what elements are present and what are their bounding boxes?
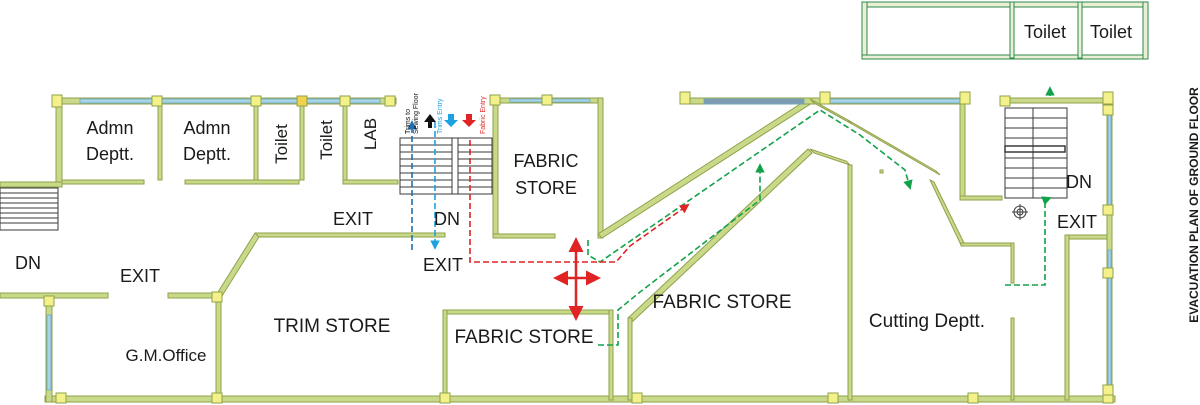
label-exit-center: EXIT — [333, 209, 373, 229]
label-cutting: Cutting Deptt. — [869, 311, 985, 332]
red-arrow-icon — [462, 114, 476, 127]
hydrant-icon — [1012, 204, 1028, 220]
label-fabric-store-mid: FABRIC STORE — [652, 292, 791, 313]
route-green-upper — [587, 109, 913, 263]
stair-center — [399, 137, 493, 195]
label-exit-stair: EXIT — [423, 255, 463, 275]
legend-arrows — [424, 114, 476, 128]
black-arrow-icon — [424, 114, 436, 128]
route-blue — [407, 120, 440, 250]
label-dn-left: DN — [15, 253, 41, 273]
blue-arrow-icon — [444, 114, 458, 127]
legend-trims-entry: Trims Entry — [437, 98, 444, 134]
label-lab: LAB — [361, 118, 380, 150]
legend-labels: Trims toSewing Floor Trims Entry Fabric … — [405, 92, 487, 134]
route-green-lower — [598, 163, 765, 346]
route-green-cutting — [1005, 196, 1052, 286]
label-toilet-top-2: Toilet — [1090, 22, 1132, 42]
stair-west — [0, 187, 59, 231]
legend-fabric-entry: Fabric Entry — [480, 96, 487, 134]
legend-trims-sewing: Trims toSewing Floor — [405, 92, 420, 134]
label-toilet-1: Toilet — [272, 124, 291, 164]
label-toilet-top-1: Toilet — [1024, 22, 1066, 42]
route-red-crossarrow — [553, 237, 601, 321]
label-gm-office: G.M.Office — [126, 346, 207, 365]
column-posts — [43, 91, 1114, 404]
label-trim-store: TRIM STORE — [274, 316, 391, 337]
label-fabric-store-low: FABRIC STORE — [454, 327, 593, 348]
plan-title-vertical: EVACUATION PLAN OF GROUND FLOOR — [1187, 87, 1200, 323]
plan-title: EVACUATION PLAN OF GROUND FLOOR — [1187, 87, 1200, 323]
label-dn-right: DN — [1066, 172, 1092, 192]
label-exit-left: EXIT — [120, 266, 160, 286]
stair-east — [1004, 107, 1068, 199]
label-exit-right: EXIT — [1057, 212, 1097, 232]
label-toilet-2: Toilet — [317, 120, 336, 160]
route-red — [469, 140, 690, 263]
label-dn-center: DN — [434, 209, 460, 229]
route-green — [587, 86, 1055, 346]
